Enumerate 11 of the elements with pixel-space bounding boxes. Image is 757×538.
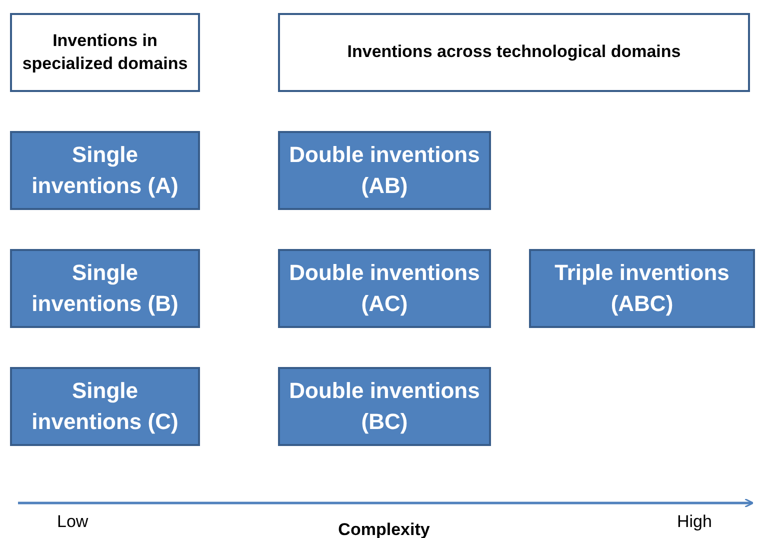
category-box: Triple inventions (ABC): [529, 249, 755, 328]
category-box: Double inventions (BC): [278, 367, 491, 446]
category-box: Single inventions (C): [10, 367, 200, 446]
header-box: Inventions in specialized domains: [10, 13, 200, 92]
axis-label: Low: [57, 512, 88, 532]
category-box: Single inventions (A): [10, 131, 200, 210]
header-box: Inventions across technological domains: [278, 13, 750, 92]
category-box: Double inventions (AC): [278, 249, 491, 328]
category-box: Double inventions (AB): [278, 131, 491, 210]
axis-label: High: [677, 512, 712, 532]
category-box: Single inventions (B): [10, 249, 200, 328]
